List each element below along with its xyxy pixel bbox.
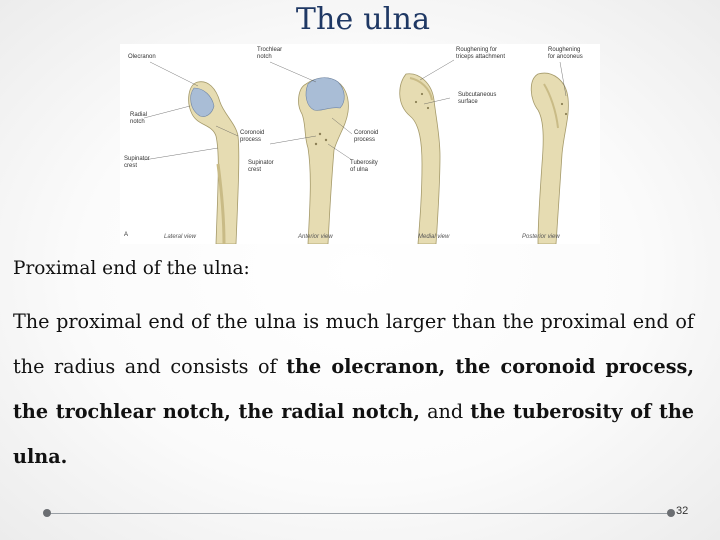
label-supinator-crest-mid: Supinator crest — [248, 160, 274, 173]
label-roughening-triceps: Roughening for triceps attachment — [456, 47, 506, 60]
anterior-view-bone — [298, 77, 349, 244]
footer-dot-right — [667, 509, 675, 517]
footer-dot-left — [43, 509, 51, 517]
medial-view-bone — [399, 73, 441, 244]
body-text-part-1: The proximal end of the ulna is much lar… — [13, 310, 694, 378]
posterior-view-bone — [530, 72, 569, 244]
page-number: 32 — [676, 505, 689, 517]
label-coronoid-process-left: Coronoid process — [240, 130, 265, 143]
lateral-view-bone — [188, 81, 240, 244]
label-trochlear-notch: Trochlear notch — [257, 47, 283, 60]
label-olecranon: Olecranon — [128, 54, 156, 60]
body-paragraph: The proximal end of the ulna is much lar… — [13, 299, 694, 479]
view-label-lateral: Lateral view — [164, 234, 197, 240]
view-label-medial: Medial view — [418, 234, 450, 240]
label-supinator-crest-left: Supinator crest — [124, 156, 150, 169]
section-heading: Proximal end of the ulna: — [13, 258, 250, 279]
body-text-part-2: and — [419, 400, 471, 423]
panel-letter: A — [124, 232, 129, 238]
leader-lines — [143, 59, 567, 161]
body-bold-part-2: the tuberosity of the ulna. — [13, 400, 695, 468]
slide-title: The ulna — [295, 2, 431, 37]
label-radial-notch: Radial notch — [130, 112, 148, 125]
footer-divider — [47, 513, 671, 514]
body-bold-part-1: the olecranon, the coronoid process, the… — [13, 355, 694, 423]
ulna-figure: Olecranon Trochlear notch Radial notch C… — [120, 44, 600, 244]
label-tuberosity-of-ulna: Tuberosity of ulna — [350, 160, 378, 173]
ulna-illustration — [143, 59, 569, 244]
label-subcutaneous-surface: Subcutaneous surface — [458, 92, 497, 105]
view-label-posterior: Posterior view — [522, 234, 560, 240]
view-label-anterior: Anterior view — [298, 234, 333, 240]
label-coronoid-process-right: Coronoid process — [354, 130, 379, 143]
label-roughening-anconeus: Roughening for anconeus — [548, 47, 583, 60]
